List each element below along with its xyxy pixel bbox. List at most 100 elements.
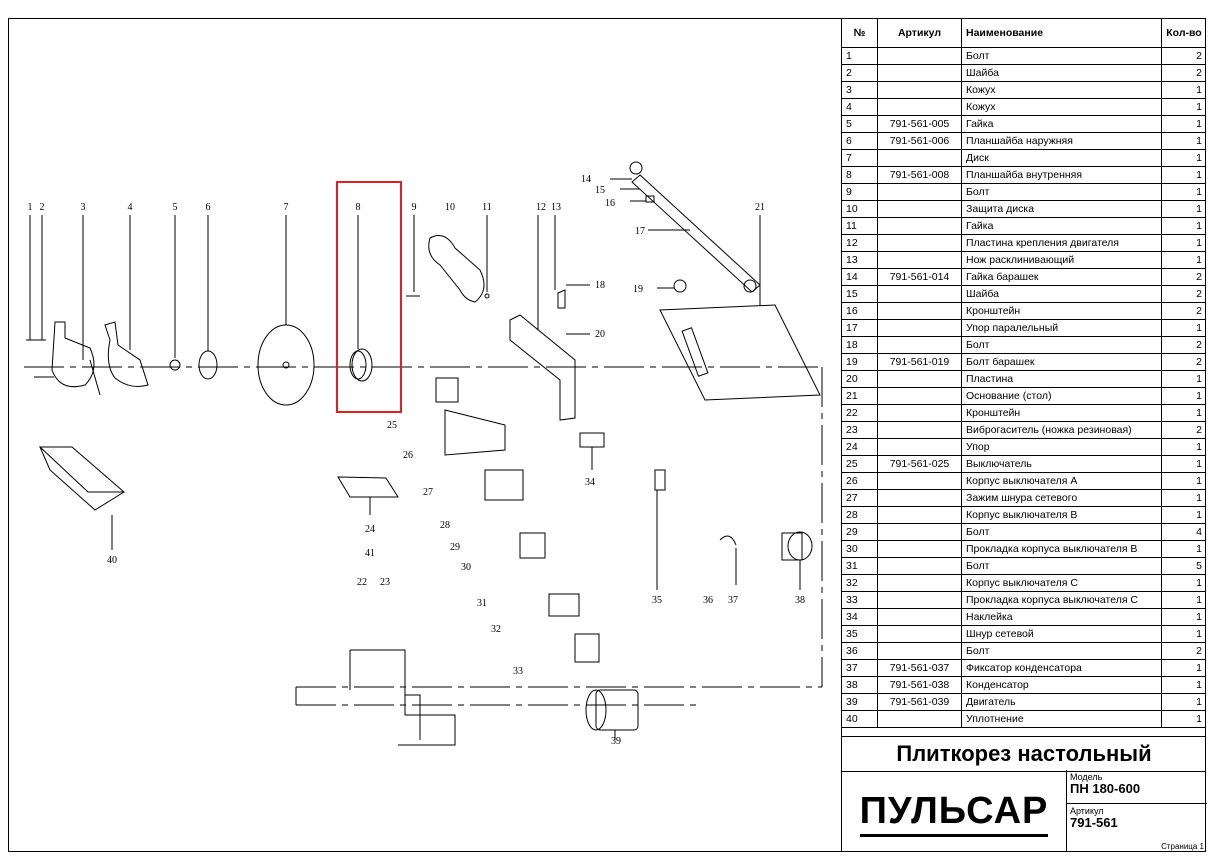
row-name: Болт [961,336,1162,354]
row-num: 25 [842,455,878,473]
row-article [877,285,962,303]
row-qty: 2 [1161,421,1206,439]
row-qty: 2 [1161,64,1206,82]
model-row: Модель ПН 180-600 [1066,770,1207,804]
row-num: 22 [842,404,878,422]
row-qty: 1 [1161,166,1206,184]
svg-text:15: 15 [595,185,605,196]
row-article: 791-561-025 [877,455,962,473]
row-num: 28 [842,506,878,524]
row-num: 2 [842,64,878,82]
row-num: 11 [842,217,878,235]
row-article [877,336,962,354]
row-num: 12 [842,234,878,252]
row-num: 6 [842,132,878,150]
row-qty: 1 [1161,98,1206,116]
row-qty: 2 [1161,353,1206,371]
row-article: 791-561-037 [877,659,962,677]
svg-text:17: 17 [635,226,645,237]
row-qty: 1 [1161,251,1206,269]
row-name: Диск [961,149,1162,167]
row-qty: 1 [1161,81,1206,99]
info-box: Модель ПН 180-600 Артикул 791-561 Страни… [1066,770,1207,852]
row-article: 791-561-006 [877,132,962,150]
row-qty: 1 [1161,149,1206,167]
article-label: Артикул [1070,806,1104,816]
row-name: Прокладка корпуса выключателя В [961,540,1162,558]
svg-text:13: 13 [551,202,561,213]
row-name: Болт [961,642,1162,660]
row-name: Пластина [961,370,1162,388]
row-article [877,47,962,65]
row-num: 1 [842,47,878,65]
row-num: 34 [842,608,878,626]
svg-text:28: 28 [440,520,450,531]
svg-text:3: 3 [81,202,86,213]
row-article [877,438,962,456]
row-name: Болт барашек [961,353,1162,371]
row-article: 791-561-039 [877,693,962,711]
svg-text:5: 5 [173,202,178,213]
row-name: Основание (стол) [961,387,1162,405]
svg-text:14: 14 [581,174,591,185]
row-num: 27 [842,489,878,507]
svg-text:9: 9 [412,202,417,213]
svg-text:40: 40 [107,555,117,566]
row-num: 15 [842,285,878,303]
row-num: 23 [842,421,878,439]
row-name: Зажим шнура сетевого [961,489,1162,507]
svg-text:16: 16 [605,198,615,209]
row-name: Нож расклинивающий [961,251,1162,269]
row-qty: 1 [1161,438,1206,456]
row-num: 10 [842,200,878,218]
logo-text: ПУЛЬСАР [859,789,1049,832]
svg-text:34: 34 [585,477,595,488]
row-qty: 1 [1161,540,1206,558]
logo-underline [859,833,1049,837]
row-article [877,98,962,116]
row-article [877,302,962,320]
row-name: Двигатель [961,693,1162,711]
row-name: Пластина крепления двигателя [961,234,1162,252]
row-num: 18 [842,336,878,354]
row-name: Гайка [961,217,1162,235]
row-name: Кронштейн [961,404,1162,422]
row-name: Болт [961,523,1162,541]
brand-logo: ПУЛЬСАР [859,789,1049,837]
row-qty: 1 [1161,489,1206,507]
article-value: 791-561 [1070,815,1118,830]
row-article: 791-561-005 [877,115,962,133]
svg-text:31: 31 [477,598,487,609]
row-article [877,81,962,99]
row-num: 31 [842,557,878,575]
svg-text:4: 4 [128,202,133,213]
svg-text:2: 2 [40,202,45,213]
row-name: Шайба [961,285,1162,303]
svg-text:12: 12 [536,202,546,213]
header-name: Наименование [961,18,1162,48]
svg-text:33: 33 [513,666,523,677]
row-qty: 1 [1161,217,1206,235]
row-article [877,149,962,167]
row-name: Кожух [961,81,1162,99]
row-qty: 1 [1161,710,1206,728]
row-num: 13 [842,251,878,269]
model-value: ПН 180-600 [1070,781,1141,796]
row-num: 3 [842,81,878,99]
row-num: 21 [842,387,878,405]
row-name: Шайба [961,64,1162,82]
row-num: 26 [842,472,878,490]
